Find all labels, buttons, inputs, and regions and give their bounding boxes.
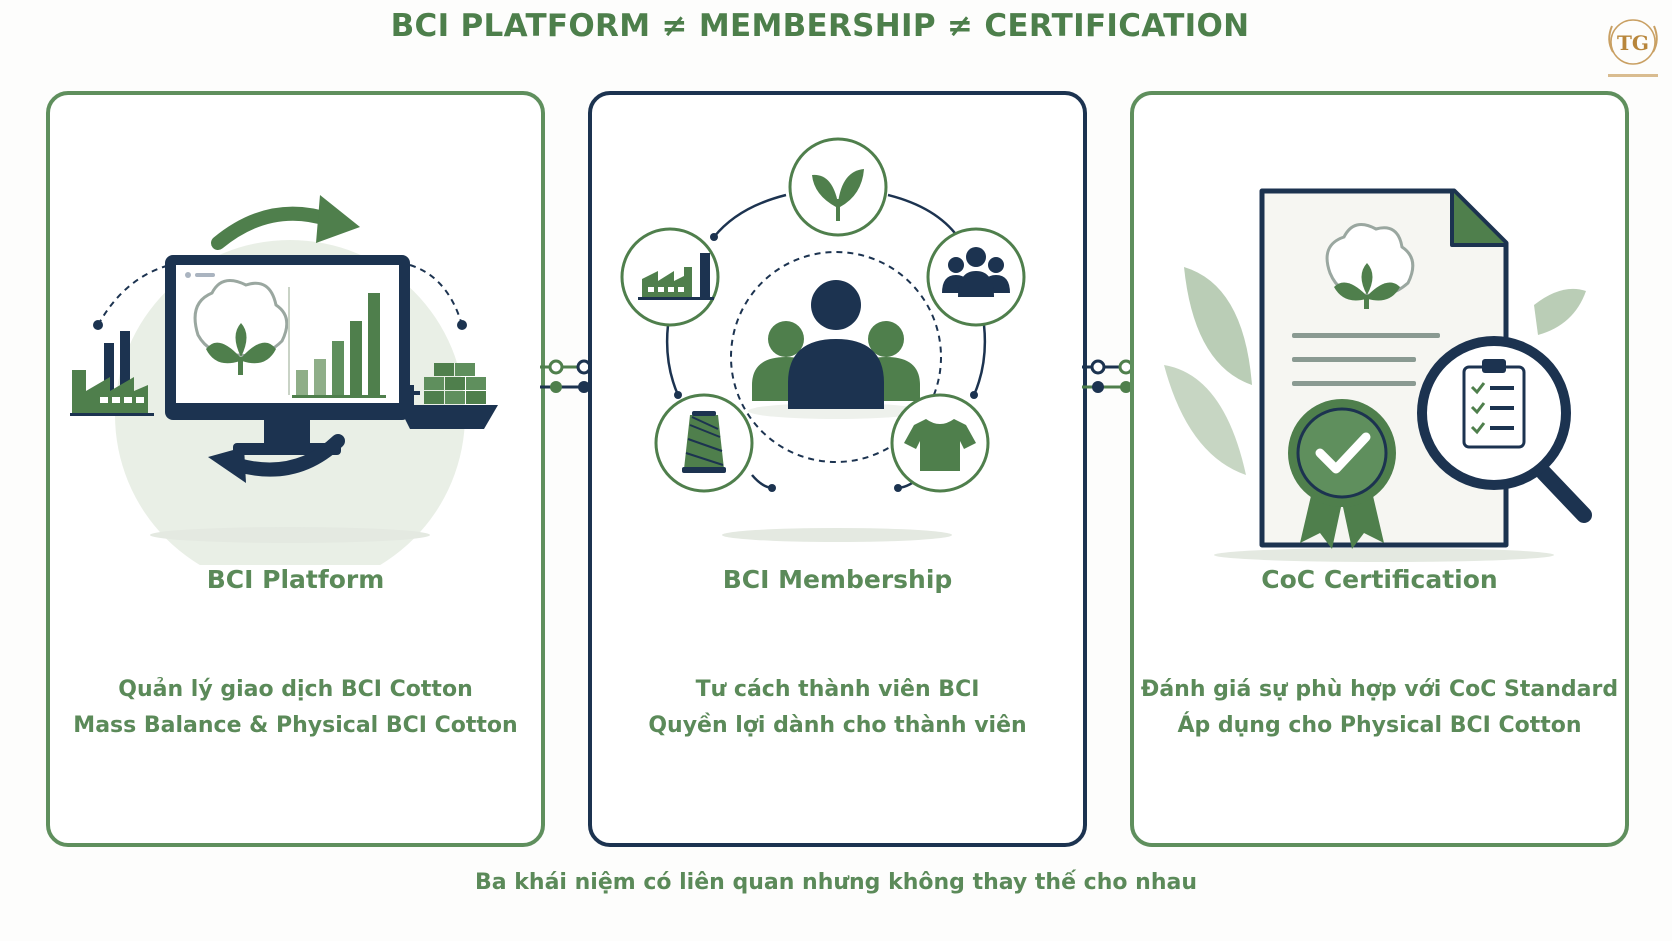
magnifier-checklist-icon (1417, 336, 1592, 523)
factory-icon (70, 331, 154, 416)
description-line: Đánh giá sự phù hợp với CoC Standard (1140, 677, 1619, 702)
footer-caption: Ba khái niệm có liên quan nhưng không th… (475, 870, 1197, 895)
bci-platform-card: BCI Platform Quản lý giao dịch BCI Cotto… (46, 91, 545, 847)
coc-certification-card: CoC Certification Đánh giá sự phù hợp vớ… (1130, 91, 1629, 847)
cotton-icon (1325, 223, 1415, 309)
cotton-icon (193, 279, 289, 375)
certified-seal-icon (1288, 399, 1396, 549)
svg-text:TG: TG (1617, 31, 1649, 55)
description-line: Mass Balance & Physical BCI Cotton (73, 713, 518, 738)
leaf-decoration-icon (1164, 267, 1586, 475)
bar-chart-icon (288, 287, 386, 398)
sprout-icon (812, 169, 864, 221)
description-line: Áp dụng cho Physical BCI Cotton (1177, 713, 1582, 738)
panel-title: BCI Platform (206, 565, 385, 594)
panel-description: Đánh giá sự phù hợp với CoC Standard Áp … (1134, 672, 1625, 744)
yarn-spool-icon (682, 411, 726, 473)
members-group-icon (752, 280, 920, 409)
membership-illustration (620, 137, 1026, 542)
description-line: Tư cách thành viên BCI (695, 677, 980, 702)
certification-illustration (1164, 188, 1592, 562)
bci-membership-card: BCI Membership Tư cách thành viên BCI Qu… (588, 91, 1087, 847)
panel-description: Quản lý giao dịch BCI Cotton Mass Balanc… (50, 672, 541, 744)
tg-crest-logo-icon: TG (1608, 19, 1658, 77)
sync-arrow-bottom-icon (208, 434, 345, 483)
sync-arrow-top-icon (211, 195, 360, 250)
panel-title: CoC Certification (1261, 565, 1498, 594)
community-icon (942, 247, 1010, 297)
factory-icon (638, 253, 714, 300)
panel-description: Tư cách thành viên BCI Quyền lợi dành ch… (592, 672, 1083, 744)
platform-illustration (70, 195, 498, 565)
description-line: Quản lý giao dịch BCI Cotton (118, 677, 473, 702)
cargo-ship-icon (398, 363, 498, 429)
page-title: BCI PLATFORM ≠ MEMBERSHIP ≠ CERTIFICATIO… (390, 8, 1250, 44)
t-shirt-icon (904, 419, 976, 471)
panel-title: BCI Membership (722, 565, 953, 594)
description-line: Quyền lợi dành cho thành viên (648, 713, 1027, 738)
